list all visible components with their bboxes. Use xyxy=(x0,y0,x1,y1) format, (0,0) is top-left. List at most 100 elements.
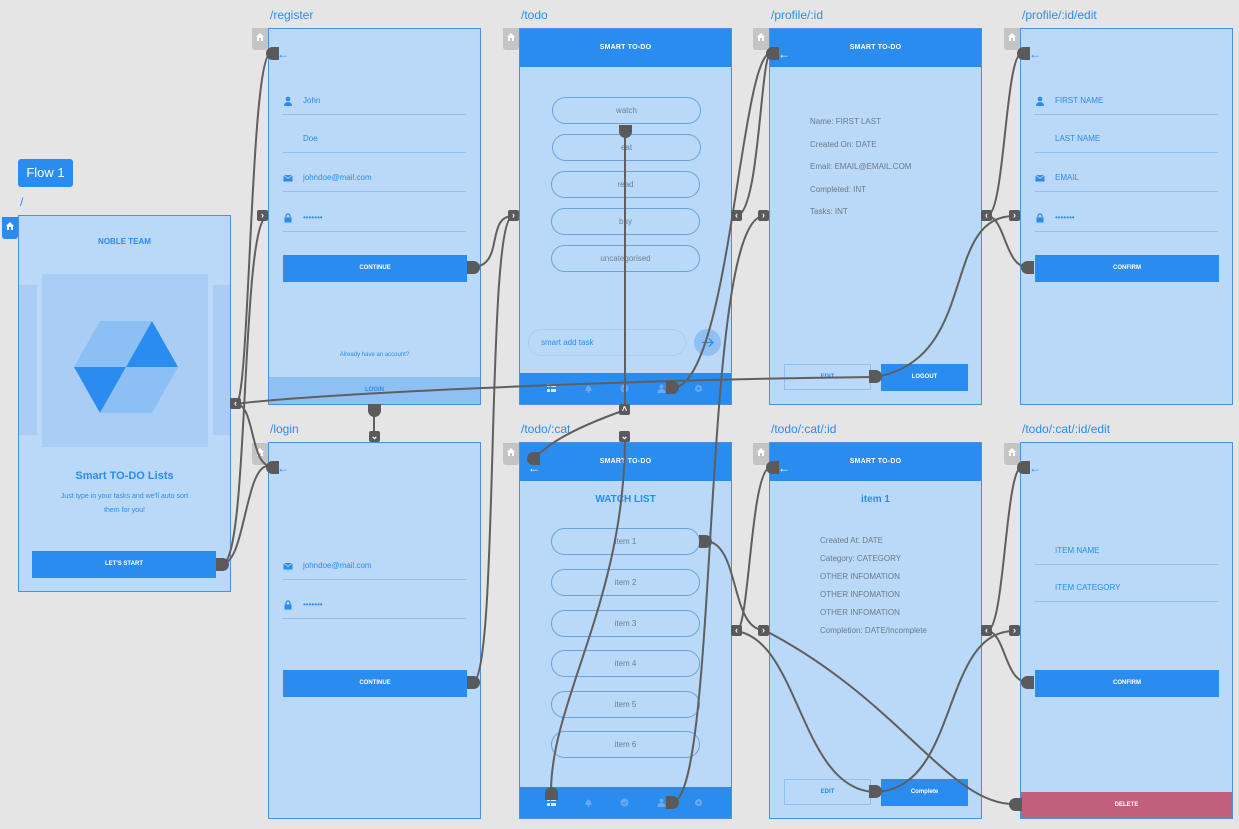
send-button[interactable] xyxy=(694,329,721,356)
continue-button[interactable]: CONTINUE xyxy=(283,670,467,697)
connector-pin[interactable] xyxy=(1017,461,1030,474)
connector-pin[interactable] xyxy=(619,125,632,138)
connector-pin[interactable] xyxy=(467,676,480,689)
connector-chevron-left-icon[interactable]: ‹ xyxy=(981,210,992,221)
connector-pin[interactable] xyxy=(1021,261,1034,274)
connector-pin[interactable] xyxy=(545,787,558,800)
edit-button[interactable]: EDIT xyxy=(784,779,871,805)
home-flag-root[interactable] xyxy=(2,217,18,239)
list-item-4[interactable]: item 4 xyxy=(551,650,700,677)
complete-button[interactable]: Complete xyxy=(881,779,968,806)
email-field[interactable]: johndoe@mail.com xyxy=(283,553,466,580)
connector-pin[interactable] xyxy=(266,47,279,60)
person-tab-icon[interactable] xyxy=(657,384,666,393)
delete-button[interactable]: DELETE xyxy=(1021,792,1232,818)
home-flag-profile-edit[interactable] xyxy=(1004,28,1020,50)
screen-todo-cat[interactable]: SMART TO-DO ← WATCH LIST item 1 item 2 i… xyxy=(519,442,732,819)
connector-pin[interactable] xyxy=(1017,47,1030,60)
connector-chevron-left-icon[interactable]: ‹ xyxy=(731,625,742,636)
connector-chevron-down-icon[interactable]: ⌄ xyxy=(369,431,380,442)
item-category-field[interactable]: ITEM CATEGORY xyxy=(1035,575,1218,602)
gear-tab-icon[interactable] xyxy=(694,384,703,393)
connector-pin[interactable] xyxy=(766,47,779,60)
flow-label[interactable]: Flow 1 xyxy=(18,159,73,187)
back-arrow-icon[interactable]: ← xyxy=(277,47,289,61)
screen-register[interactable]: ← John Doe johndoe@mail.com ••••••• CONT… xyxy=(268,28,481,405)
smart-add-input[interactable]: smart add task xyxy=(528,329,686,356)
list-item-5[interactable]: item 5 xyxy=(551,691,700,718)
confirm-button[interactable]: CONFIRM xyxy=(1035,670,1219,697)
screen-root[interactable]: NOBLE TEAM Smart TO-DO Lists Just type i… xyxy=(18,215,231,592)
bell-tab-icon[interactable] xyxy=(584,384,593,393)
connector-pin[interactable] xyxy=(467,261,480,274)
item-name-field[interactable]: ITEM NAME xyxy=(1035,538,1218,565)
connector-pin[interactable] xyxy=(666,796,679,809)
screen-todo[interactable]: SMART TO-DO watch eat read buy uncategor… xyxy=(519,28,732,405)
last-name-field[interactable]: LAST NAME xyxy=(1035,126,1218,153)
back-arrow-icon[interactable]: ← xyxy=(778,47,790,61)
home-flag-register[interactable] xyxy=(252,28,268,50)
connector-chevron-right-icon[interactable]: › xyxy=(1009,210,1020,221)
first-name-field[interactable]: John xyxy=(283,88,466,115)
check-tab-icon[interactable] xyxy=(620,798,629,807)
logout-button[interactable]: LOGOUT xyxy=(881,364,968,391)
connector-pin[interactable] xyxy=(699,535,712,548)
list-item-1[interactable]: item 1 xyxy=(551,528,700,555)
category-pill-uncategorised[interactable]: uncategorised xyxy=(551,245,700,272)
connector-chevron-down-icon[interactable]: ⌄ xyxy=(619,431,630,442)
list-item-2[interactable]: item 2 xyxy=(551,569,700,596)
carousel-next-slide[interactable] xyxy=(213,285,230,435)
screen-item[interactable]: SMART TO-DO ← item 1 Created At: DATE Ca… xyxy=(769,442,982,819)
home-flag-profile[interactable] xyxy=(753,28,769,50)
list-item-6[interactable]: item 6 xyxy=(551,731,700,758)
bell-tab-icon[interactable] xyxy=(584,798,593,807)
back-arrow-icon[interactable]: ← xyxy=(778,461,790,475)
password-field[interactable]: ••••••• xyxy=(283,592,466,619)
connector-chevron-right-icon[interactable]: › xyxy=(257,210,268,221)
screen-profile[interactable]: SMART TO-DO ← Name: FIRST LAST Created O… xyxy=(769,28,982,405)
password-field[interactable]: ••••••• xyxy=(283,205,466,232)
connector-chevron-left-icon[interactable]: ‹ xyxy=(731,210,742,221)
email-field[interactable]: EMAIL xyxy=(1035,165,1218,192)
login-button[interactable]: LOGIN xyxy=(269,377,480,404)
person-tab-icon[interactable] xyxy=(657,798,666,807)
password-field[interactable]: ••••••• xyxy=(1035,205,1218,232)
have-account-link[interactable]: Already have an account? xyxy=(339,352,410,358)
connector-pin[interactable] xyxy=(869,370,882,383)
screen-item-edit[interactable]: ← ITEM NAME ITEM CATEGORY CONFIRM DELETE xyxy=(1020,442,1233,819)
connector-chevron-right-icon[interactable]: › xyxy=(508,210,519,221)
email-field[interactable]: johndoe@mail.com xyxy=(283,165,466,192)
connector-pin[interactable] xyxy=(1021,676,1034,689)
connector-chevron-right-icon[interactable]: › xyxy=(1009,625,1020,636)
back-arrow-icon[interactable]: ← xyxy=(1029,47,1041,61)
check-tab-icon[interactable] xyxy=(620,384,629,393)
category-pill-buy[interactable]: buy xyxy=(551,208,700,235)
continue-button[interactable]: CONTINUE xyxy=(283,255,467,282)
confirm-button[interactable]: CONFIRM xyxy=(1035,255,1219,282)
list-item-3[interactable]: item 3 xyxy=(551,610,700,637)
carousel-prev-slide[interactable] xyxy=(19,285,37,435)
connector-pin[interactable] xyxy=(368,404,381,417)
connector-pin[interactable] xyxy=(1009,798,1022,811)
edit-button[interactable]: EDIT xyxy=(784,364,871,390)
home-flag-todo-cat[interactable] xyxy=(503,443,519,465)
category-pill-read[interactable]: read xyxy=(551,171,700,198)
connector-chevron-left-icon[interactable]: ‹ xyxy=(981,625,992,636)
start-button[interactable]: LET'S START xyxy=(32,551,216,578)
category-pill-watch[interactable]: watch xyxy=(552,97,701,124)
home-flag-todo-cat-id[interactable] xyxy=(753,443,769,465)
back-arrow-icon[interactable]: ← xyxy=(528,461,540,475)
home-flag-login[interactable] xyxy=(252,443,268,465)
connector-pin[interactable] xyxy=(766,461,779,474)
last-name-field[interactable]: Doe xyxy=(283,126,466,153)
connector-chevron-right-icon[interactable]: › xyxy=(758,210,769,221)
connector-pin[interactable] xyxy=(666,381,679,394)
connector-pin[interactable] xyxy=(266,461,279,474)
category-pill-eat[interactable]: eat xyxy=(552,134,701,161)
first-name-field[interactable]: FIRST NAME xyxy=(1035,88,1218,115)
connector-chevron-left-icon[interactable]: ‹ xyxy=(230,398,241,409)
screen-profile-edit[interactable]: ← FIRST NAME LAST NAME EMAIL ••••••• CON… xyxy=(1020,28,1233,405)
connector-chevron-right-icon[interactable]: › xyxy=(758,625,769,636)
home-flag-todo-cat-id-edit[interactable] xyxy=(1004,443,1020,465)
back-arrow-icon[interactable]: ← xyxy=(277,461,289,475)
